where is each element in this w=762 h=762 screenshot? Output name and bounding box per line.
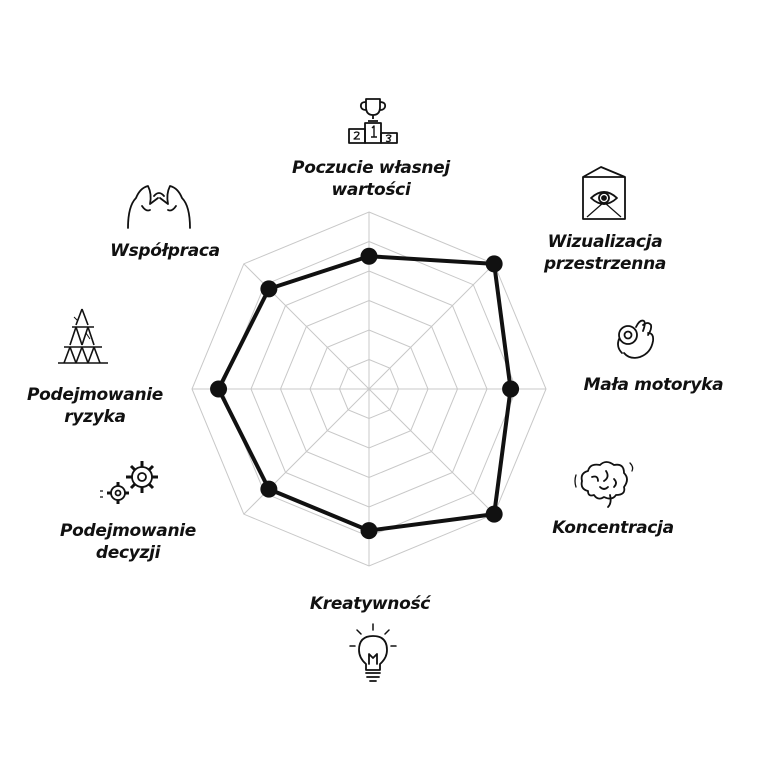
- axis-label-cooperation: Współpraca: [110, 241, 220, 261]
- data-point-7: [260, 280, 278, 298]
- axis-spoke-3: [368, 388, 495, 515]
- data-point-2: [502, 380, 520, 398]
- axis-label-decision-making: Podejmowanie decyzji: [59, 521, 197, 563]
- axis-label-creativity: Kreatywność: [309, 594, 431, 614]
- axis-spoke-1: [368, 263, 495, 390]
- gears-icon: [98, 455, 168, 507]
- trophy-podium-icon: [345, 95, 401, 147]
- hand-fingers-icon: [608, 313, 662, 365]
- data-point-1: [485, 255, 503, 273]
- card-house-icon: [50, 305, 114, 367]
- axis-label-self-esteem: Poczucie własnej wartości: [292, 158, 450, 200]
- data-point-4: [360, 522, 378, 540]
- axis-spoke-5: [243, 388, 370, 515]
- eye-cube-icon: [575, 163, 633, 223]
- axis-label-fine-motor: Mała motoryka: [583, 375, 724, 395]
- data-point-3: [485, 505, 503, 523]
- axis-label-spatial-visualization: Wizualizacja przestrzenna: [543, 232, 667, 274]
- data-point-6: [210, 380, 228, 398]
- pinky-promise-icon: [122, 176, 196, 232]
- brain-icon: [572, 455, 636, 511]
- axis-spoke-7: [243, 263, 370, 390]
- lightbulb-icon: [347, 622, 399, 686]
- axis-label-concentration: Koncentracja: [552, 518, 674, 538]
- data-point-5: [260, 480, 278, 498]
- data-point-0: [360, 247, 378, 265]
- axis-label-risk-taking: Podejmowanie ryzyka: [26, 385, 164, 427]
